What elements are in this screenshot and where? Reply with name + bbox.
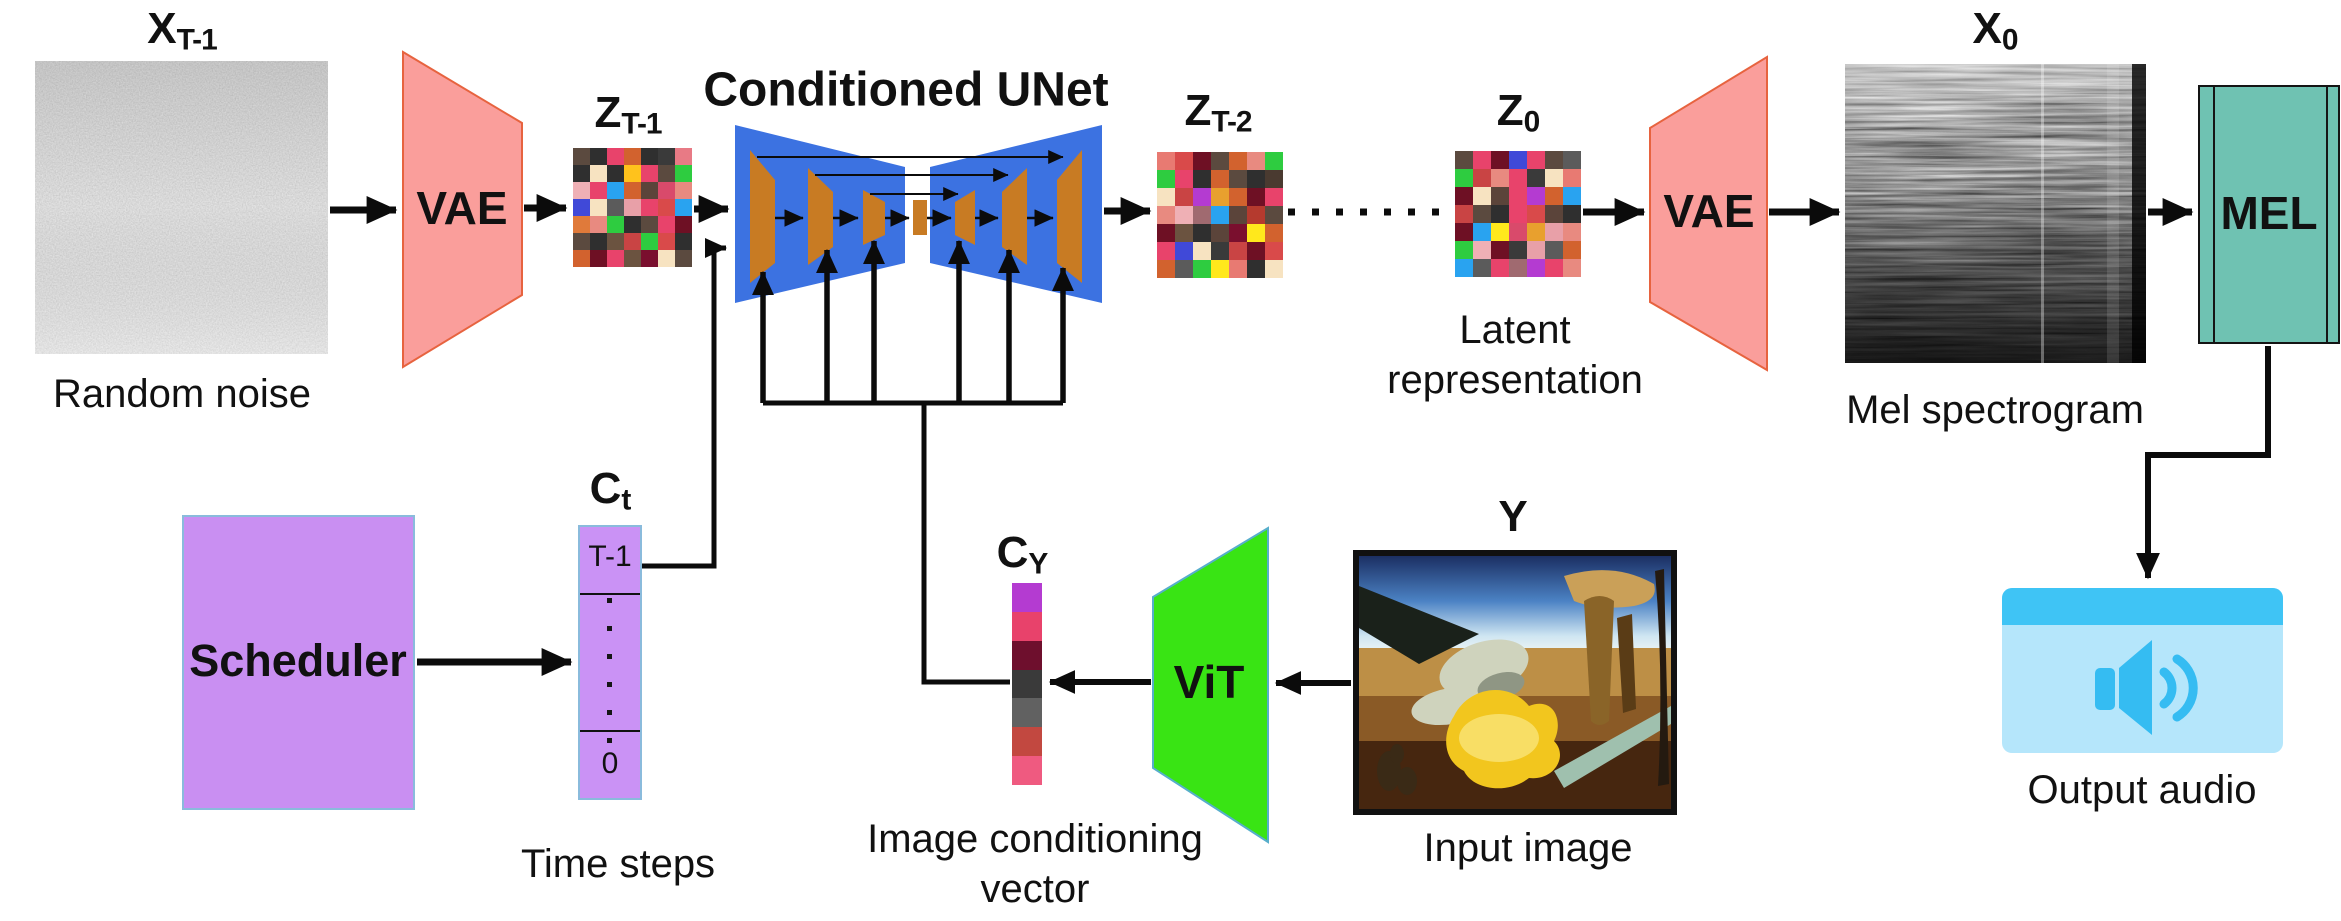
conditioning-vector-to-unet-line: [921, 403, 1010, 685]
scheduler-block: [182, 515, 415, 810]
label-x-0: X0: [1972, 4, 2019, 57]
label-timestep-first: T-1: [588, 540, 632, 573]
label-random-noise: Random noise: [53, 372, 311, 416]
vae-encoder-shape: [402, 50, 523, 369]
input-image-painting: [1353, 550, 1677, 815]
unet-encoder-block-2: [808, 168, 833, 265]
label-z-t-minus-1: ZT-1: [594, 88, 662, 141]
label-output-audio: Output audio: [2027, 768, 2257, 812]
vae-decoder-shape: [1649, 55, 1768, 372]
label-image-conditioning-vector: Image conditioning vector: [867, 817, 1203, 911]
audio-card-titlebar: [2002, 588, 2283, 625]
label-c-t: Ct: [589, 464, 632, 517]
mel-inner-line-right: [2326, 87, 2328, 342]
mel-block: [2198, 85, 2340, 344]
unet-encoder-block-3: [863, 190, 885, 245]
latent-grid-z-t-minus-1: [573, 148, 692, 267]
label-y: Y: [1498, 492, 1528, 541]
random-noise-image: [35, 61, 328, 354]
unet-decoder-block-3: [1057, 150, 1082, 283]
label-x-t-minus-1: XT-1: [147, 4, 218, 57]
label-mel: MEL: [2220, 187, 2318, 239]
timesteps-ellipsis-dots: [607, 598, 612, 748]
label-vae-decoder: VAE: [1663, 185, 1755, 237]
label-input-image: Input image: [1423, 826, 1633, 870]
image-conditioning-vector-strip: [1012, 583, 1042, 786]
label-scheduler: Scheduler: [189, 635, 407, 686]
unet-encoder-block-1: [750, 150, 775, 283]
arrow-timesteps-to-unet: [642, 238, 728, 569]
label-z-0: Z0: [1496, 86, 1541, 139]
speaker-icon: [2095, 640, 2198, 735]
unet-decoder-block-1: [955, 190, 975, 245]
label-mel-spectrogram: Mel spectrogram: [1846, 388, 2144, 432]
mel-spectrogram-image: [1845, 64, 2146, 363]
timesteps-divider-top: [580, 593, 640, 595]
arrow-mel-to-audio: [2136, 346, 2271, 580]
label-z-t-minus-2: ZT-2: [1184, 86, 1252, 139]
label-c-y: CY: [996, 528, 1049, 581]
label-vae-encoder: VAE: [416, 182, 508, 234]
label-conditioned-unet: Conditioned UNet: [703, 63, 1109, 117]
vit-encoder-shape: [1152, 526, 1269, 844]
label-vit: ViT: [1173, 656, 1245, 708]
label-timestep-last: 0: [601, 747, 619, 780]
unet-decoder-block-2: [1002, 168, 1027, 265]
mel-inner-line-left: [2213, 87, 2215, 342]
label-time-steps: Time steps: [520, 842, 716, 886]
label-latent-representation: Latent representation: [1387, 308, 1643, 402]
latent-grid-z-t-minus-2: [1157, 152, 1283, 278]
latent-grid-z-0: [1455, 151, 1581, 277]
unet-bottleneck-block: [913, 200, 927, 235]
